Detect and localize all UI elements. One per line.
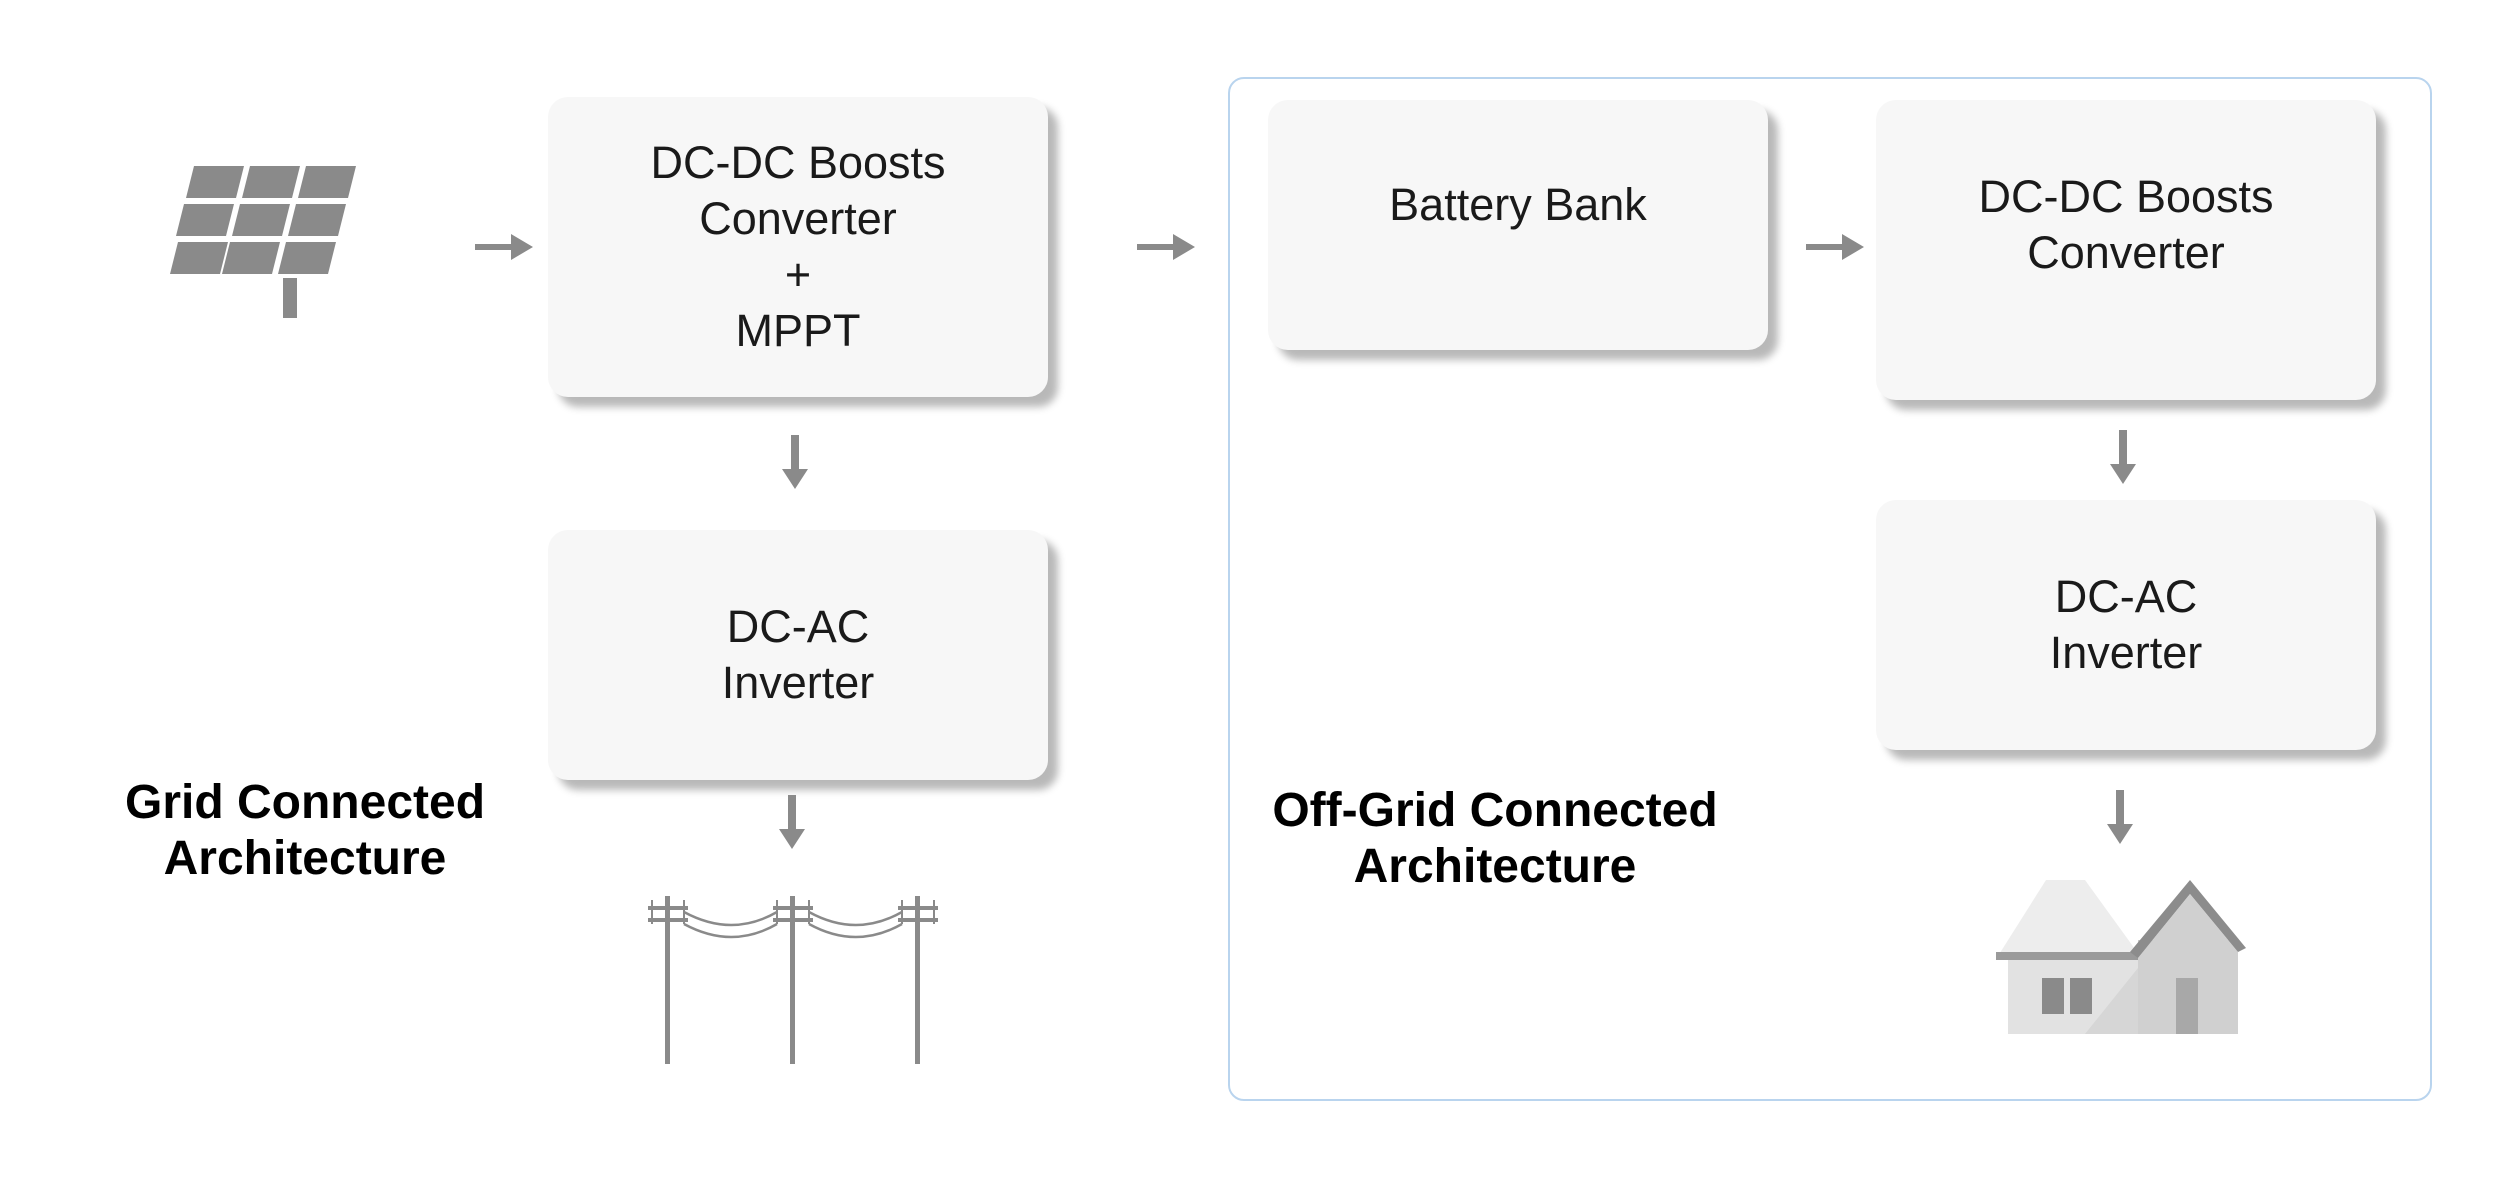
off-grid-architecture-frame: [1228, 77, 2432, 1101]
arrow-icon: [1806, 232, 1868, 262]
grid-boost-converter-mppt-box: DC-DC Boosts Converter + MPPT: [548, 97, 1048, 397]
solar-panel-icon: [170, 160, 430, 345]
power-line-poles-icon: [640, 890, 940, 1070]
box-text-line: DC-AC: [2054, 571, 2198, 622]
box-text-line: Converter: [699, 193, 897, 244]
label-line: Architecture: [1353, 840, 1637, 893]
arrow-icon: [2108, 430, 2138, 486]
label-line: Grid Connected: [124, 776, 486, 829]
grid-dc-ac-inverter-box: DC-AC Inverter: [548, 530, 1048, 780]
label-line: Off-Grid Connected: [1272, 784, 1718, 837]
arrow-icon: [2105, 790, 2135, 846]
box-text-line: DC-DC Boosts: [1978, 171, 2274, 222]
arrow-icon: [780, 435, 810, 491]
box-text-line: DC-DC Boosts: [650, 137, 946, 188]
box-text-line: Inverter: [721, 657, 875, 708]
box-text-line: Inverter: [2049, 627, 2203, 678]
grid-connected-architecture-label: Grid Connected Architecture: [110, 775, 500, 887]
offgrid-dc-ac-inverter-box: DC-AC Inverter: [1876, 500, 2376, 750]
arrow-icon: [475, 232, 537, 262]
off-grid-connected-architecture-label: Off-Grid Connected Architecture: [1270, 783, 1720, 895]
box-text-line: DC-AC: [726, 601, 870, 652]
arrow-icon: [1137, 232, 1199, 262]
label-line: Architecture: [163, 832, 447, 885]
house-icon: [1990, 878, 2250, 1038]
box-text-line: +: [784, 249, 812, 300]
arrow-icon: [777, 795, 807, 851]
offgrid-boost-converter-box: DC-DC Boosts Converter: [1876, 100, 2376, 400]
box-text-line: Converter: [2027, 227, 2225, 278]
battery-bank-label: Battery Bank: [1389, 179, 1647, 230]
battery-bank-box: Battery Bank: [1268, 100, 1768, 350]
box-text-line: MPPT: [735, 305, 861, 356]
